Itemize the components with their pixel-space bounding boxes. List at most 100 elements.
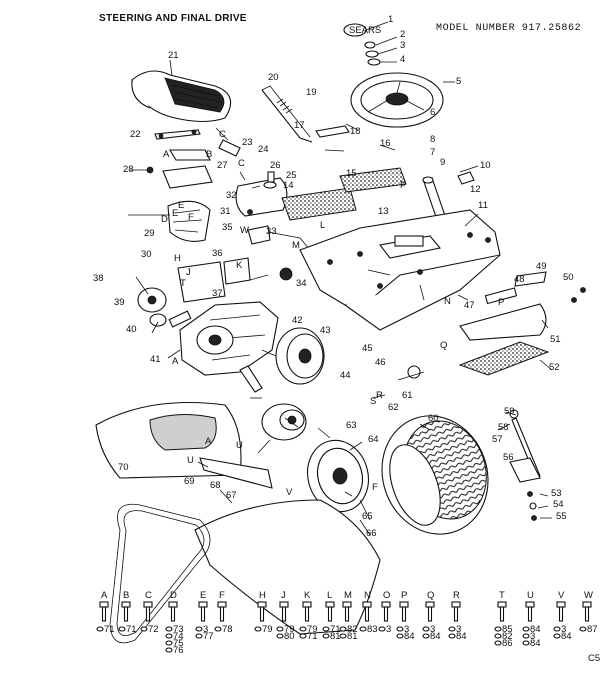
plate-27 (162, 165, 213, 189)
hardware-ref: 81 (347, 631, 358, 642)
callout-14: 14 (283, 180, 294, 191)
hardware-item-n: N 83 (359, 590, 378, 635)
hardware-ref: 3 (430, 624, 435, 635)
callout-36: 36 (212, 248, 223, 259)
washer-icon (276, 633, 284, 639)
bolt-head-icon (279, 601, 289, 608)
callout-13: 13 (378, 206, 389, 217)
letter-callout-p: P (400, 180, 406, 191)
hardware-letter: C (145, 590, 152, 601)
letter-callout-a: A (163, 149, 170, 160)
knob-34b (407, 365, 421, 379)
callout-30: 30 (141, 249, 152, 260)
bolt-head-icon (217, 601, 227, 608)
callout-40: 40 (126, 324, 137, 335)
hardware-ref: 80 (284, 631, 295, 642)
bolt-shank-icon (344, 606, 350, 622)
drive-belt (109, 503, 211, 644)
callout-25: 25 (286, 170, 297, 181)
callout-32: 32 (226, 190, 237, 201)
bolt-head-icon (525, 601, 535, 608)
callout-48: 48 (514, 274, 525, 285)
washer-icon (195, 633, 203, 639)
knob-34 (279, 267, 293, 281)
hardware-letter: N (364, 590, 371, 601)
hardware-letter: K (304, 590, 311, 601)
hardware-ref: 85 (502, 624, 513, 635)
callout-9: 9 (440, 157, 445, 168)
callout-51: 51 (550, 334, 561, 345)
hardware-letter: U (527, 590, 534, 601)
letter-callout-d: D (161, 214, 168, 225)
letter-callout-w: W (240, 225, 249, 236)
washer-icon (522, 626, 530, 632)
callout-5: 5 (456, 76, 461, 87)
hardware-item-h: H79 (254, 590, 273, 635)
callout-41: 41 (150, 354, 161, 365)
washer-icon (96, 626, 104, 632)
washer-icon (422, 626, 430, 632)
page-code: C5 (588, 653, 600, 664)
hardware-ref: 84 (404, 631, 415, 642)
callout-49: 49 (536, 261, 547, 272)
callout-53: 53 (551, 488, 562, 499)
callout-29: 29 (144, 228, 155, 239)
callout-42: 42 (292, 315, 303, 326)
washer-icon (276, 626, 284, 632)
main-frame (299, 209, 501, 331)
hardware-ref: 83 (367, 624, 378, 635)
hardware-item-f: F78 (214, 590, 233, 635)
bolt-shank-icon (281, 606, 287, 622)
callout-38: 38 (93, 273, 104, 284)
callout-69: 69 (184, 476, 195, 487)
callout-16: 16 (380, 138, 391, 149)
washer-icon (214, 626, 222, 632)
callout-60: 60 (428, 413, 439, 424)
callout-50: 50 (563, 272, 574, 283)
callout-46: 46 (375, 357, 386, 368)
letter-callout-l: L (320, 220, 325, 231)
callout-26: 26 (270, 160, 281, 171)
callout-18: 18 (350, 126, 361, 137)
hardware-ref: 3 (404, 624, 409, 635)
bolt-head-icon (257, 601, 267, 608)
bolt-head-icon (302, 601, 312, 608)
bolt-shank-icon (558, 606, 564, 622)
hardware-item-w: W87 (579, 590, 598, 635)
callout-15: 15 (346, 168, 357, 179)
hardware-letter: P (401, 590, 407, 601)
callout-67: 67 (226, 490, 237, 501)
hardware-ref: 78 (222, 624, 233, 635)
callout-2: 2 (400, 29, 405, 40)
washer-icon (140, 626, 148, 632)
letter-callout-n: N (444, 296, 451, 307)
washer-icon (299, 633, 307, 639)
hardware-item-c: C72 (140, 590, 159, 635)
hardware-ref: 3 (530, 631, 535, 642)
bolt-shank-icon (304, 606, 310, 622)
hardware-ref: 87 (587, 624, 598, 635)
hardware-ref: 3 (386, 624, 391, 635)
callout-24: 24 (258, 144, 269, 155)
bolt-head-icon (198, 601, 208, 608)
letter-callout-p: P (498, 297, 504, 308)
hardware-ref: 71 (104, 624, 115, 635)
letter-callout-u: U (187, 455, 194, 466)
wheel-hub (261, 403, 307, 441)
bolt-head-icon (99, 601, 109, 608)
callout-52: 52 (549, 362, 560, 373)
letter-callout-f: F (372, 482, 378, 493)
callout-37: 37 (212, 288, 223, 299)
hardware-ref: 73 (173, 624, 184, 635)
hardware-ref: 71 (307, 631, 318, 642)
callout-31: 31 (220, 206, 231, 217)
callout-21: 21 (168, 50, 179, 61)
hardware-ref: 84 (530, 638, 541, 649)
